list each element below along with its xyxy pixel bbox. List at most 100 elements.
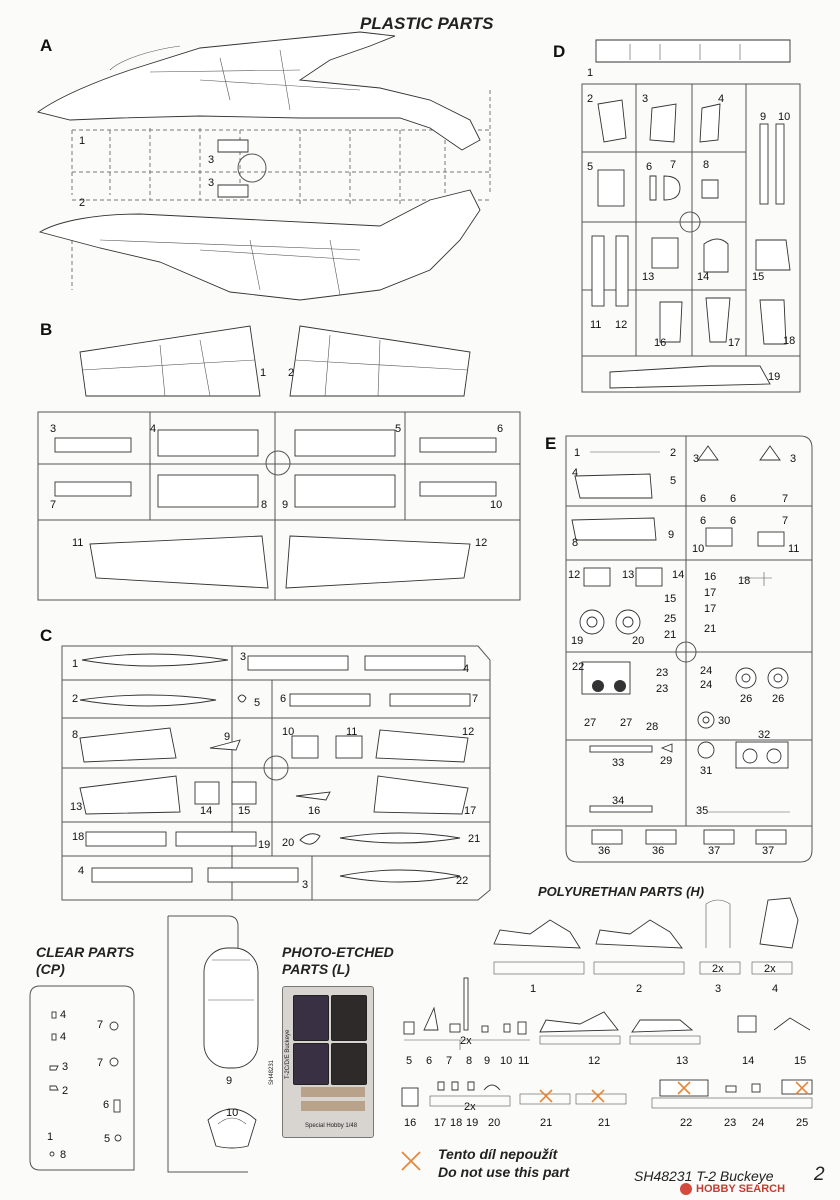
sprue-e-part-27b: 27 — [620, 717, 633, 729]
sprue-e-part-21a: 21 — [664, 629, 677, 641]
poly-part-10: 10 — [500, 1055, 513, 1067]
sprue-e-part-25: 25 — [664, 613, 677, 625]
sprue-b-part-4: 4 — [150, 423, 157, 435]
sprue-c-part-7: 7 — [472, 693, 479, 705]
watermark: HOBBY SEARCH — [680, 1183, 785, 1195]
sprue-c-part-18: 18 — [72, 831, 85, 843]
sprue-d-part-11: 11 — [590, 319, 602, 331]
sprue-c-part-8: 8 — [72, 729, 79, 741]
sprue-e-part-3b: 3 — [790, 453, 797, 465]
sprue-e-part-31: 31 — [700, 765, 713, 777]
sprue-b-letter: B — [40, 320, 53, 339]
poly-part-5: 5 — [406, 1055, 413, 1067]
clear-parts-title: CLEAR PARTS — [36, 944, 135, 960]
sprue-d-part-2: 2 — [587, 93, 594, 105]
instrument-panel-front-2 — [293, 1043, 329, 1085]
sprue-b-part-3: 3 — [50, 423, 57, 435]
sprue-d-part-17: 17 — [728, 337, 741, 349]
poly-part-21a: 21 — [540, 1117, 553, 1129]
poly-part-23: 23 — [724, 1117, 737, 1129]
poly-part-15: 15 — [794, 1055, 807, 1067]
sprue-b-part-12: 12 — [475, 537, 488, 549]
sprue-e-part-19: 19 — [571, 635, 584, 647]
clear-part-10: 10 — [226, 1107, 239, 1119]
sprue-d-part-6: 6 — [646, 161, 653, 173]
sprue-c-letter: C — [40, 626, 53, 645]
sprue-d-part-10: 10 — [778, 111, 791, 123]
clear-part-9: 9 — [226, 1075, 233, 1087]
sprue-e-part-28: 28 — [646, 721, 659, 733]
sprue-c-part-1: 1 — [72, 658, 79, 670]
sprue-a-letter: A — [40, 36, 53, 55]
footer-product: SH48231 T-2 Buckeye — [634, 1168, 774, 1184]
sprue-b-part-10: 10 — [490, 499, 503, 511]
poly-multiplier-3: 2x — [712, 963, 724, 975]
sprue-b-part-2: 2 — [288, 367, 295, 379]
photoetched-fret: SH48231 T-2C/D/E Buckeye Special Hobby 1… — [269, 986, 374, 1138]
sprue-e-part-6b: 6 — [730, 493, 737, 505]
sprue-e-part-29: 29 — [660, 755, 673, 767]
sprue-e-part-11: 11 — [788, 543, 800, 555]
sprue-b-part-8: 8 — [261, 499, 268, 511]
poly-part-19: 19 — [466, 1117, 479, 1129]
sprue-e-letter: E — [545, 434, 557, 453]
poly-part-8: 8 — [466, 1055, 473, 1067]
sprue-e-part-27a: 27 — [584, 717, 597, 729]
poly-part-3: 3 — [715, 983, 722, 995]
sprue-e-part-17a: 17 — [704, 587, 717, 599]
sprue-b-part-5: 5 — [395, 423, 402, 435]
photoetched-title: PHOTO-ETCHED — [282, 944, 394, 960]
fret-code: SH48231 — [269, 1059, 275, 1085]
sprue-c-part-17: 17 — [464, 805, 477, 817]
sprue-b-part-7: 7 — [50, 499, 57, 511]
sprue-c-part-4b: 4 — [78, 865, 85, 877]
poly-part-11: 11 — [518, 1055, 530, 1067]
poly-part-14: 14 — [742, 1055, 755, 1067]
sprue-e-part-9: 9 — [668, 529, 675, 541]
sprue-d-part-4: 4 — [718, 93, 725, 105]
sprue-d-part-7: 7 — [670, 159, 677, 171]
sprue-a-part-2: 2 — [79, 197, 86, 209]
sprue-c-part-22: 22 — [456, 875, 469, 887]
sprue-e-part-24a: 24 — [700, 665, 713, 677]
sprue-d-part-19: 19 — [768, 371, 781, 383]
clear-part-1: 1 — [47, 1131, 54, 1143]
sprue-d-part-8: 8 — [703, 159, 710, 171]
sprue-c-part-15: 15 — [238, 805, 251, 817]
poly-part-16: 16 — [404, 1117, 417, 1129]
sprue-c-part-10: 10 — [282, 726, 295, 738]
legend-line-cz: Tento díl nepoužít — [438, 1146, 558, 1162]
sprue-c-part-9: 9 — [224, 731, 231, 743]
sprue-c-part-5: 5 — [254, 697, 261, 709]
fret-brand: Special Hobby 1/48 — [305, 1123, 358, 1129]
instrument-panel-rear — [331, 995, 367, 1041]
poly-part-13: 13 — [676, 1055, 689, 1067]
sprue-d-part-13: 13 — [642, 271, 655, 283]
sprue-a-part-3b: 3 — [208, 177, 215, 189]
sprue-e-part-4: 4 — [572, 467, 579, 479]
poly-part-4: 4 — [772, 983, 779, 995]
sprue-e-part-33: 33 — [612, 757, 625, 769]
sprue-c-part-11: 11 — [346, 726, 358, 738]
sprue-d-part-3: 3 — [642, 93, 649, 105]
sprue-d-part-5: 5 — [587, 161, 594, 173]
sprue-e-part-7a: 7 — [782, 493, 789, 505]
poly-part-7: 7 — [446, 1055, 453, 1067]
poly-part-2: 2 — [636, 983, 643, 995]
sprue-b-part-9: 9 — [282, 499, 289, 511]
poly-part-1: 1 — [530, 983, 537, 995]
sprue-e-part-12: 12 — [568, 569, 581, 581]
legend-line-en: Do not use this part — [438, 1164, 570, 1180]
seat-belts-row-1 — [301, 1087, 365, 1097]
poly-part-21b: 21 — [598, 1117, 611, 1129]
sprue-c-part-6: 6 — [280, 693, 287, 705]
sprue-e-part-23b: 23 — [656, 683, 669, 695]
poly-part-20: 20 — [488, 1117, 501, 1129]
instrument-panel-front — [293, 995, 329, 1041]
sprue-c-part-3: 3 — [240, 651, 247, 663]
sprue-c-part-20: 20 — [282, 837, 295, 849]
clear-part-5: 5 — [104, 1133, 111, 1145]
